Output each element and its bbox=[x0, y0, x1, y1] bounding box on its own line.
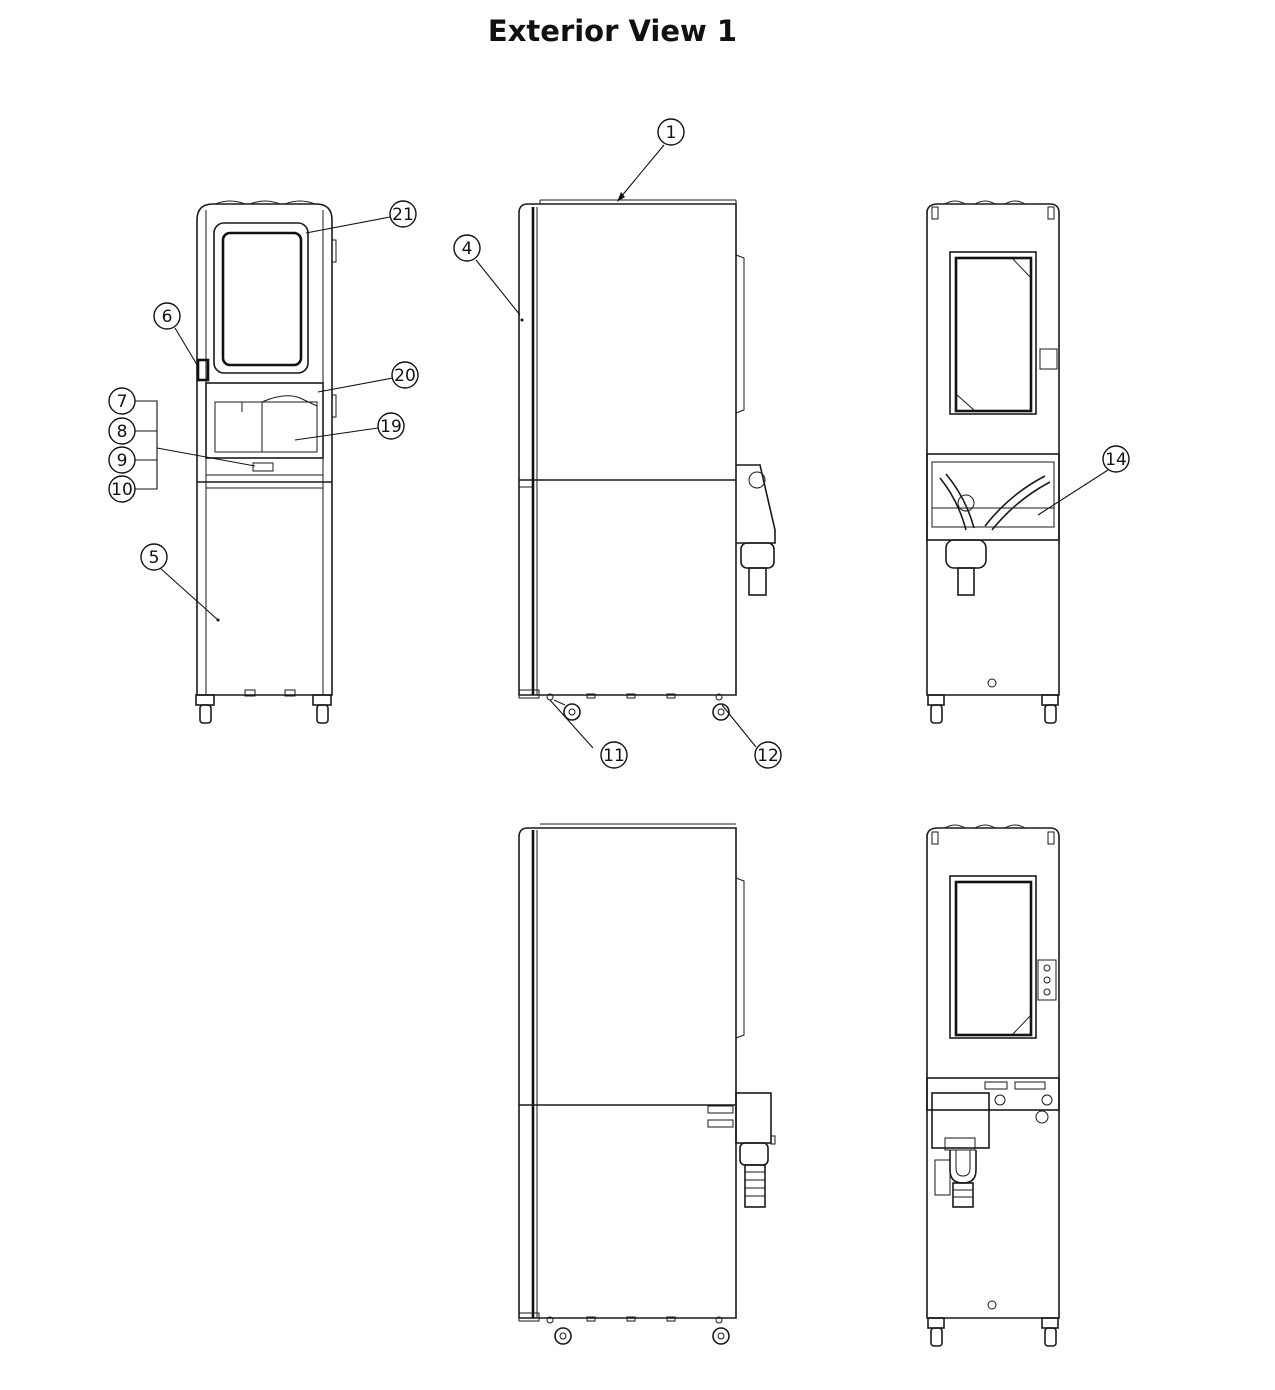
callout-1: 1 bbox=[657, 118, 685, 146]
front-view bbox=[195, 200, 337, 724]
svg-text:11: 11 bbox=[603, 746, 625, 766]
rear-view-bottom bbox=[926, 824, 1060, 1347]
svg-text:5: 5 bbox=[149, 548, 160, 568]
callout-5: 5 bbox=[140, 543, 168, 571]
callout-11: 11 bbox=[600, 741, 628, 769]
svg-text:6: 6 bbox=[162, 307, 173, 327]
page-title: Exterior View 1 bbox=[487, 14, 738, 48]
svg-text:20: 20 bbox=[394, 366, 416, 386]
callout-8: 8 bbox=[108, 417, 136, 445]
callout-14: 14 bbox=[1102, 445, 1130, 473]
svg-text:10: 10 bbox=[111, 480, 133, 500]
svg-text:1: 1 bbox=[666, 123, 677, 143]
svg-text:19: 19 bbox=[380, 417, 402, 437]
side-view-top bbox=[518, 199, 776, 721]
side-view-bottom bbox=[518, 823, 776, 1345]
callout-21: 21 bbox=[389, 200, 417, 228]
svg-text:7: 7 bbox=[117, 392, 128, 412]
svg-text:9: 9 bbox=[117, 451, 128, 471]
svg-text:4: 4 bbox=[462, 239, 473, 259]
callout-9: 9 bbox=[108, 446, 136, 474]
callout-4: 4 bbox=[453, 234, 481, 262]
callout-12: 12 bbox=[754, 741, 782, 769]
callout-7: 7 bbox=[108, 387, 136, 415]
svg-text:8: 8 bbox=[117, 422, 128, 442]
callout-10: 10 bbox=[108, 475, 136, 503]
callout-20: 20 bbox=[391, 361, 419, 389]
callout-6: 6 bbox=[153, 302, 181, 330]
rear-view-top bbox=[926, 200, 1060, 724]
callout-19: 19 bbox=[377, 412, 405, 440]
svg-text:21: 21 bbox=[392, 205, 414, 225]
svg-text:12: 12 bbox=[757, 746, 779, 766]
svg-text:14: 14 bbox=[1105, 450, 1127, 470]
leader-lines bbox=[135, 144, 1109, 749]
